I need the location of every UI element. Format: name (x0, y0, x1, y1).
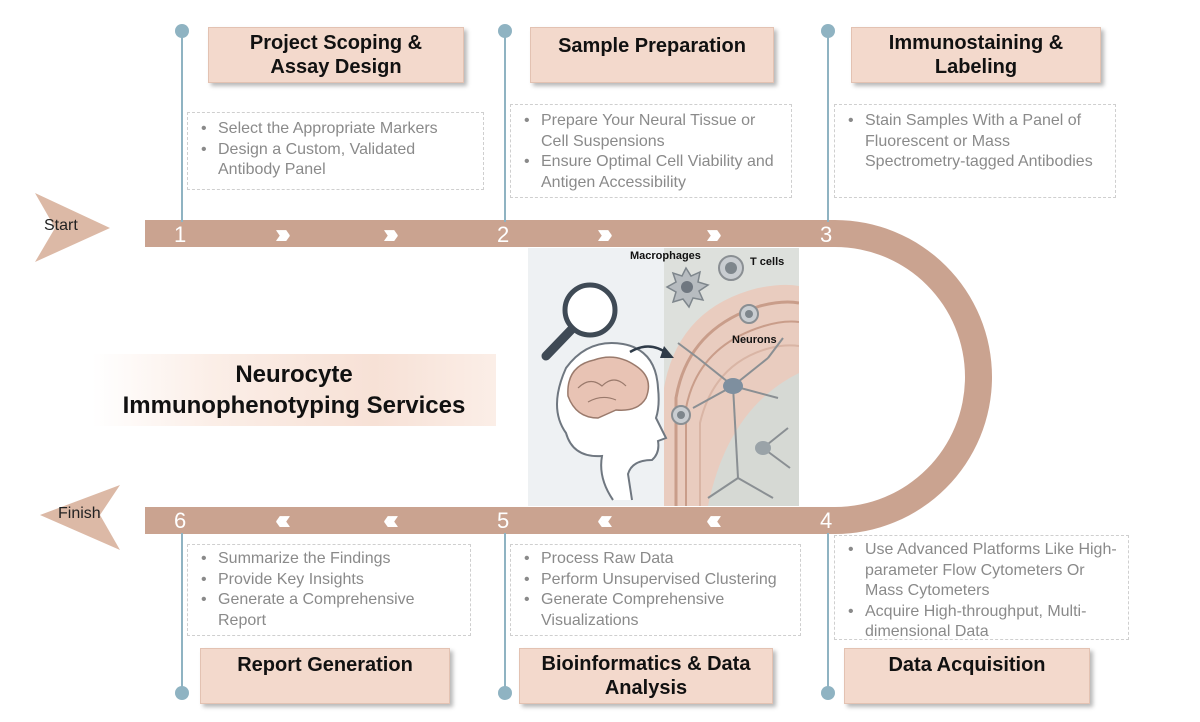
list-item: Provide Key Insights (201, 570, 460, 591)
step-number-4: 4 (820, 508, 833, 533)
connector-dot-4 (821, 686, 835, 700)
list-item: Perform Unsupervised Clustering (524, 570, 790, 591)
list-item: Design a Custom, Validated Antibody Pane… (201, 140, 473, 181)
step-title-6: Report Generation (200, 648, 450, 704)
step-title-4: Data Acquisition (844, 648, 1090, 704)
step-desc-3: Stain Samples With a Panel of Fluorescen… (834, 104, 1116, 198)
list-item: Generate a Comprehensive Report (201, 590, 460, 631)
step-desc-1: Select the Appropriate Markers Design a … (187, 112, 484, 190)
connector-dot-1 (175, 24, 189, 38)
chevron-right-icon: ››› (275, 218, 291, 249)
finish-label: Finish (58, 505, 101, 522)
chevron-left-icon: ‹‹‹ (597, 504, 613, 535)
connector-dot-2 (498, 24, 512, 38)
connector-line-6 (181, 533, 183, 693)
start-label: Start (44, 217, 78, 234)
chevron-right-icon: ››› (597, 218, 613, 249)
connector-dot-3 (821, 24, 835, 38)
label-tcells: T cells (750, 256, 785, 268)
chevron-left-icon: ‹‹‹ (383, 504, 399, 535)
chevron-right-icon: ››› (706, 218, 722, 249)
list-item: Stain Samples With a Panel of Fluorescen… (848, 111, 1105, 173)
connector-line-4 (827, 533, 829, 693)
label-macrophages: Macrophages (630, 250, 701, 262)
step-number-3: 3 (820, 222, 833, 247)
connector-line-2 (504, 32, 506, 222)
step-number-1: 1 (174, 222, 187, 247)
chevron-right-icon: ››› (383, 218, 399, 249)
list-item: Process Raw Data (524, 549, 790, 570)
connector-line-1 (181, 32, 183, 222)
list-item: Summarize the Findings (201, 549, 460, 570)
connector-dot-5 (498, 686, 512, 700)
chevron-left-icon: ‹‹‹ (706, 504, 722, 535)
step-number-6: 6 (174, 508, 187, 533)
step-title-1: Project Scoping &Assay Design (208, 27, 464, 83)
label-neurons: Neurons (732, 334, 777, 346)
step-desc-6: Summarize the Findings Provide Key Insig… (187, 544, 471, 636)
step-desc-2: Prepare Your Neural Tissue or Cell Suspe… (510, 104, 792, 198)
connector-dot-6 (175, 686, 189, 700)
list-item: Acquire High-throughput, Multi-dimension… (848, 602, 1118, 643)
connector-line-3 (827, 32, 829, 222)
step-title-2: Sample Preparation (530, 27, 774, 83)
chevron-left-icon: ‹‹‹ (275, 504, 291, 535)
illustration-brain-cells (528, 248, 799, 506)
step-title-3: Immunostaining &Labeling (851, 27, 1101, 83)
list-item: Use Advanced Platforms Like High-paramet… (848, 540, 1118, 602)
list-item: Ensure Optimal Cell Viability and Antige… (524, 152, 781, 193)
step-number-2: 2 (497, 222, 510, 247)
list-item: Select the Appropriate Markers (201, 119, 473, 140)
list-item: Prepare Your Neural Tissue or Cell Suspe… (524, 111, 781, 152)
list-item: Generate Comprehensive Visualizations (524, 590, 790, 631)
finish-arrow (40, 485, 120, 550)
step-desc-5: Process Raw Data Perform Unsupervised Cl… (510, 544, 801, 636)
start-arrow (35, 193, 110, 262)
step-number-5: 5 (497, 508, 510, 533)
connector-line-5 (504, 533, 506, 693)
center-title-box (92, 354, 496, 426)
step-desc-4: Use Advanced Platforms Like High-paramet… (834, 535, 1129, 640)
